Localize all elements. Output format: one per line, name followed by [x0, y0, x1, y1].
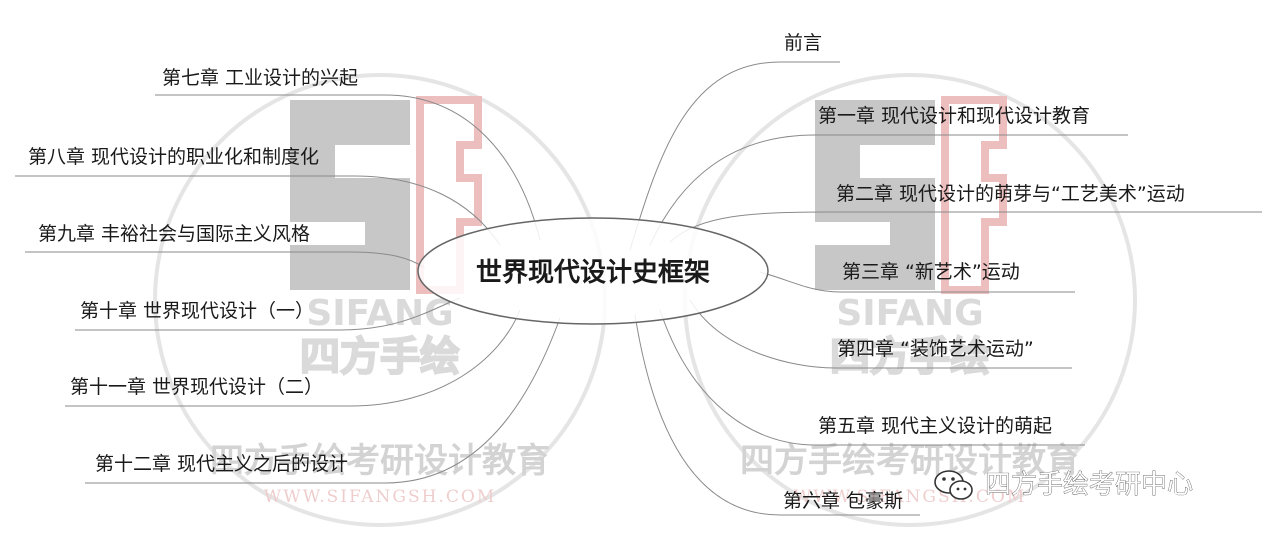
watermark-logo-s-mark: [290, 100, 410, 290]
connector-right-ch6: [634, 314, 920, 516]
connector-left-ch10: [75, 297, 461, 331]
connector-right-preface: [629, 61, 840, 251]
wechat-badge: 四方手绘考研中心: [934, 470, 1193, 500]
branch-label-chapter-9: 第九章 丰裕社会与国际主义风格: [38, 223, 310, 245]
connector-right-ch2: [669, 211, 1262, 243]
watermark-brand-en: SIFANG: [836, 293, 983, 334]
watermark-slogan: 四方手绘考研设计教育: [740, 441, 1080, 481]
watermark-brand-en: SIFANG: [306, 293, 453, 334]
branch-label-chapter-3: 第三章 “新艺术”运动: [842, 261, 1020, 283]
watermark-left: SIFANG 四方手绘 四方手绘考研设计教育 WWW.SIFANGSH.COM: [153, 73, 607, 527]
connector-right-ch3: [759, 271, 1075, 293]
watermark-brand-cn: 四方手绘: [830, 334, 990, 380]
branch-label-chapter-2: 第二章 现代设计的萌芽与“工艺美术”运动: [836, 183, 1185, 205]
connector-left-ch11: [65, 309, 521, 407]
connector-right-ch5: [659, 309, 1085, 446]
right-branches: 前言 第一章 现代设计和现代设计教育 第二章 现代设计的萌芽与“工艺美术”运动 …: [783, 32, 1185, 512]
watermark-url: WWW.SIFANGSH.COM: [264, 487, 497, 507]
wechat-account-name: 四方手绘考研中心: [985, 470, 1193, 500]
watermark-logo-f-mark: [941, 96, 1007, 294]
connector-left-ch12: [85, 317, 561, 484]
connector-right-ch4: [689, 299, 1072, 369]
watermark-brand-cn: 四方手绘: [300, 334, 460, 380]
branch-label-chapter-10: 第十章 世界现代设计（一）: [80, 300, 314, 322]
branch-label-preface: 前言: [784, 32, 822, 54]
branch-label-chapter-1: 第一章 现代设计和现代设计教育: [818, 105, 1090, 127]
connector-right-ch1: [649, 134, 1128, 246]
branch-label-chapter-5: 第五章 现代主义设计的萌起: [818, 415, 1052, 437]
branch-label-chapter-6: 第六章 包豪斯: [783, 490, 903, 512]
branch-label-chapter-12: 第十二章 现代主义之后的设计: [95, 453, 348, 475]
connector-left-ch7: [155, 94, 541, 241]
center-title: 世界现代设计史框架: [476, 258, 710, 288]
branch-label-chapter-11: 第十一章 世界现代设计（二）: [70, 376, 323, 398]
watermark-slogan: 四方手绘考研设计教育: [210, 441, 550, 481]
branch-label-chapter-4: 第四章 “装饰艺术运动”: [837, 338, 1034, 360]
center-ellipse: [417, 217, 769, 325]
watermark-logo-s-mark: [815, 100, 935, 290]
watermark-right: SIFANG 四方手绘 四方手绘考研设计教育 WWW.SIFANGSH.COM: [683, 73, 1137, 527]
connector-lines: [15, 61, 1262, 516]
branch-label-chapter-8: 第八章 现代设计的职业化和制度化: [28, 146, 319, 168]
branch-label-chapter-7: 第七章 工业设计的兴起: [162, 67, 358, 89]
wechat-icon: [934, 470, 973, 500]
left-branches: 第七章 工业设计的兴起 第八章 现代设计的职业化和制度化 第九章 丰裕社会与国际…: [28, 67, 358, 475]
center-node: 世界现代设计史框架: [417, 217, 769, 325]
